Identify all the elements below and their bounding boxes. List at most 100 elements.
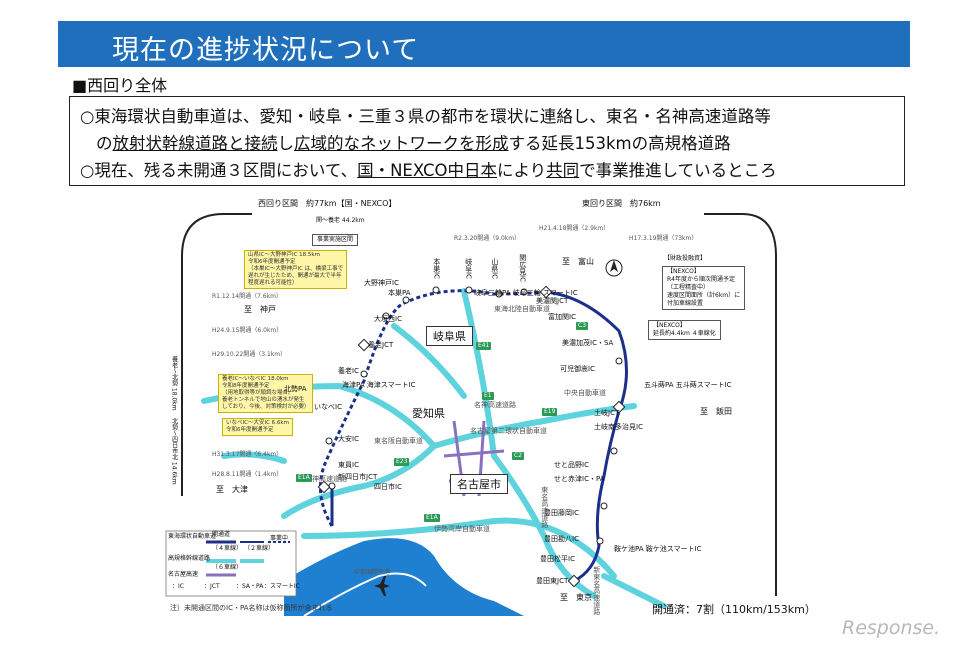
h29-open-label: H29.10.22開通（3.1km）: [212, 351, 287, 358]
legend-four-lane: （４車線）: [212, 545, 243, 552]
legend-tokai-label: 東海環状自動車道: [168, 533, 217, 540]
watermark-logo: Response.: [842, 617, 941, 639]
kaizu-pa-label: 海津PA 海津スマートIC: [342, 381, 416, 389]
open-rate: 開通済：7割（110km/153km）: [652, 603, 816, 616]
seto-akazu-label: せと赤津IC・PA: [554, 475, 605, 483]
summary-line-2: の放射状幹線道路と接続し広域的なネットワークを形成する延長153kmの高規格道路: [96, 134, 731, 153]
west-frame-line: [181, 213, 252, 496]
nexco-widening-box: 【NEXCO】R4年度から順次開通予定（工程精査中）速度区間面所（計6km）に付…: [662, 266, 746, 310]
mino-kamo-label: 美濃加茂IC・SA: [562, 339, 614, 347]
h17-open-label: H17.3.19開通（73km）: [629, 235, 698, 242]
gifu-mitsuwa-label: 岐阜三輪PA 岐阜三輪 スマートIC: [474, 289, 578, 297]
to-tokyo-label: 至 東京: [560, 593, 592, 602]
toyota-matsudaira-label: 豊田松平IC: [540, 555, 575, 563]
legend-jct: ：JCT: [204, 583, 220, 590]
section-heading: ■西回り全体: [72, 76, 168, 95]
footer-note: 注）未開通区間のIC・PA名称は仮称箇所が含まれる: [170, 604, 333, 612]
yokkaichi-jct-label: 新四日市JCT: [338, 473, 378, 481]
gifu-ic-label: 岐阜IC: [464, 258, 473, 279]
r2-open-label: R2.3.20開通（9.0km）: [454, 235, 521, 242]
east-route-opened: [545, 290, 628, 583]
nexco-four-lane-box: 【NEXCO】延長約4.4km ４車線化: [648, 320, 721, 340]
legend-under-label: 事業中: [270, 535, 289, 542]
hokusei-yokkaichi-distance: 北勢～四日市北 14.6km: [170, 418, 178, 485]
seto-shinagano-label: せと品野IC: [554, 461, 589, 469]
isewangan-label: 伊勢湾岸自動車道: [434, 525, 490, 533]
legend-ic: ：IC: [172, 583, 184, 590]
east-section-label: 東回り区間 約76km: [582, 199, 661, 208]
yokkaichi-ic-label: 四日市IC: [374, 483, 402, 491]
summary-box: ○東海環状自動車道は、愛知・岐阜・三重３県の都市を環状に連絡し、東名・名神高速道…: [69, 96, 905, 186]
inabe-ic-label: いなべIC: [314, 403, 342, 411]
yoro-ic-label: 養老IC: [338, 367, 359, 375]
shin-meishin-label: 新名神高速道路: [298, 475, 347, 483]
legend-nagoya-label: 名古屋高速: [168, 571, 199, 578]
nagoya-ring-label: 名古屋第二環状自動車道: [470, 427, 547, 435]
bay-water: [284, 538, 524, 616]
shin-tomei-label: 新東名高速道路: [592, 566, 601, 615]
legend-opened-label: 開通道: [212, 531, 231, 538]
fiscal-investment-label: 【財政投融資】: [664, 255, 707, 262]
yamagata-ic-label: 山県IC: [490, 258, 499, 279]
to-toyama-label: 至 富山: [562, 257, 594, 266]
tomika-label: 富加関IC: [548, 313, 576, 321]
page-title: 現在の進捗状況について: [112, 35, 420, 66]
meishin-label: 名神高速道路: [474, 401, 516, 409]
toyota-higashi-label: 豊田東JCT: [536, 577, 569, 585]
seki-yoro-distance: 関～養老 44.2km: [316, 217, 365, 224]
ono-kobe-label: 大野神戸IC: [364, 279, 399, 287]
ic-markers: [325, 286, 623, 545]
route-sign-c2: C2: [512, 452, 525, 460]
toki-jct-label: 土岐JCT: [594, 409, 620, 417]
tomei-label: 東名高速道路: [540, 486, 549, 528]
route-sign-e19: E19: [542, 408, 558, 416]
tokai-hokuriku-label: 東海北陸自動車道: [494, 305, 550, 313]
map-graphics: [165, 213, 777, 616]
gifu-pref-label: 岐阜県: [426, 326, 473, 346]
motosu-pa-label: 本巣PA: [388, 289, 411, 297]
jct-markers: [317, 285, 626, 588]
to-iida-label: 至 飯田: [700, 407, 732, 416]
airport-icon: [374, 576, 390, 596]
h24-open-label: H24.9.15開通（6.0km）: [212, 327, 283, 334]
route-sign-c3: C3: [576, 322, 589, 330]
toyota-fujioka-label: 豊田藤岡IC: [544, 509, 579, 517]
hokusei-pa-label: 北勢PA: [284, 385, 307, 393]
h21-open-label: H21.4.18開通（2.9km）: [539, 225, 610, 232]
summary-line-1: ○東海環状自動車道は、愛知・岐阜・三重３県の都市を環状に連絡し、東名・名神高速道…: [80, 107, 771, 126]
legend-radial-label: 高規格幹線道路: [168, 555, 211, 562]
west-section-label: 西回り区間 約77km【国・NEXCO】: [258, 199, 397, 208]
nagoya-city-label: 名古屋市: [450, 474, 508, 494]
higashi-meihan-label: 東名阪自動車道: [374, 437, 423, 445]
kani-label: 可児御嵩IC: [560, 365, 595, 373]
route-sign-e41: E41: [476, 342, 492, 350]
toki-minami-label: 土岐南多治見IC: [594, 423, 643, 431]
toyota-kanbayashi-label: 豊田勘八IC: [544, 535, 579, 543]
toin-ic-label: 東員IC: [338, 461, 359, 469]
mino-seki-jct-label: 美濃関JCT: [536, 297, 569, 305]
aichi-pref-label: 愛知県: [412, 407, 445, 420]
east-frame-line: [704, 213, 777, 596]
motosu-ic-label: 本巣IC: [432, 258, 441, 279]
chuo-expwy-label: 中央自動車道: [564, 389, 606, 397]
under-construction-tag: 事業実施区間: [312, 234, 359, 246]
to-otsu-label: 至 大津: [216, 485, 248, 494]
legend-sapa: ：SA・PA: [236, 583, 264, 590]
route-sign-e1: E1: [482, 392, 494, 400]
yoro-hokusei-distance: 養老～北勢 18.0km: [170, 356, 178, 411]
kaigake-label: 鞍ケ池PA 鞍ケ池スマートIC: [614, 545, 702, 553]
daian-ic-label: 大安IC: [338, 435, 359, 443]
title-bar: [58, 21, 910, 67]
legend-smart-ic: ：スマートIC: [264, 583, 300, 590]
route-map: 西回り区間 約77km【国・NEXCO】 東回り区間 約76km 関～養老 44…: [164, 196, 810, 616]
yoro-jct-label: 養老JCT: [368, 341, 394, 349]
route-sign-e1a-west: E1A: [296, 474, 312, 482]
h28-open-label: H28.8.11開通（1.4km）: [212, 471, 283, 478]
gotoyama-label: 五斗蒔PA 五斗蒔スマートIC: [644, 381, 732, 389]
legend-six-lane: （６車線）: [212, 564, 243, 571]
to-kobe-label: 至 神戸: [244, 305, 276, 314]
seki-hirose-label: 関広見IC: [518, 254, 527, 282]
